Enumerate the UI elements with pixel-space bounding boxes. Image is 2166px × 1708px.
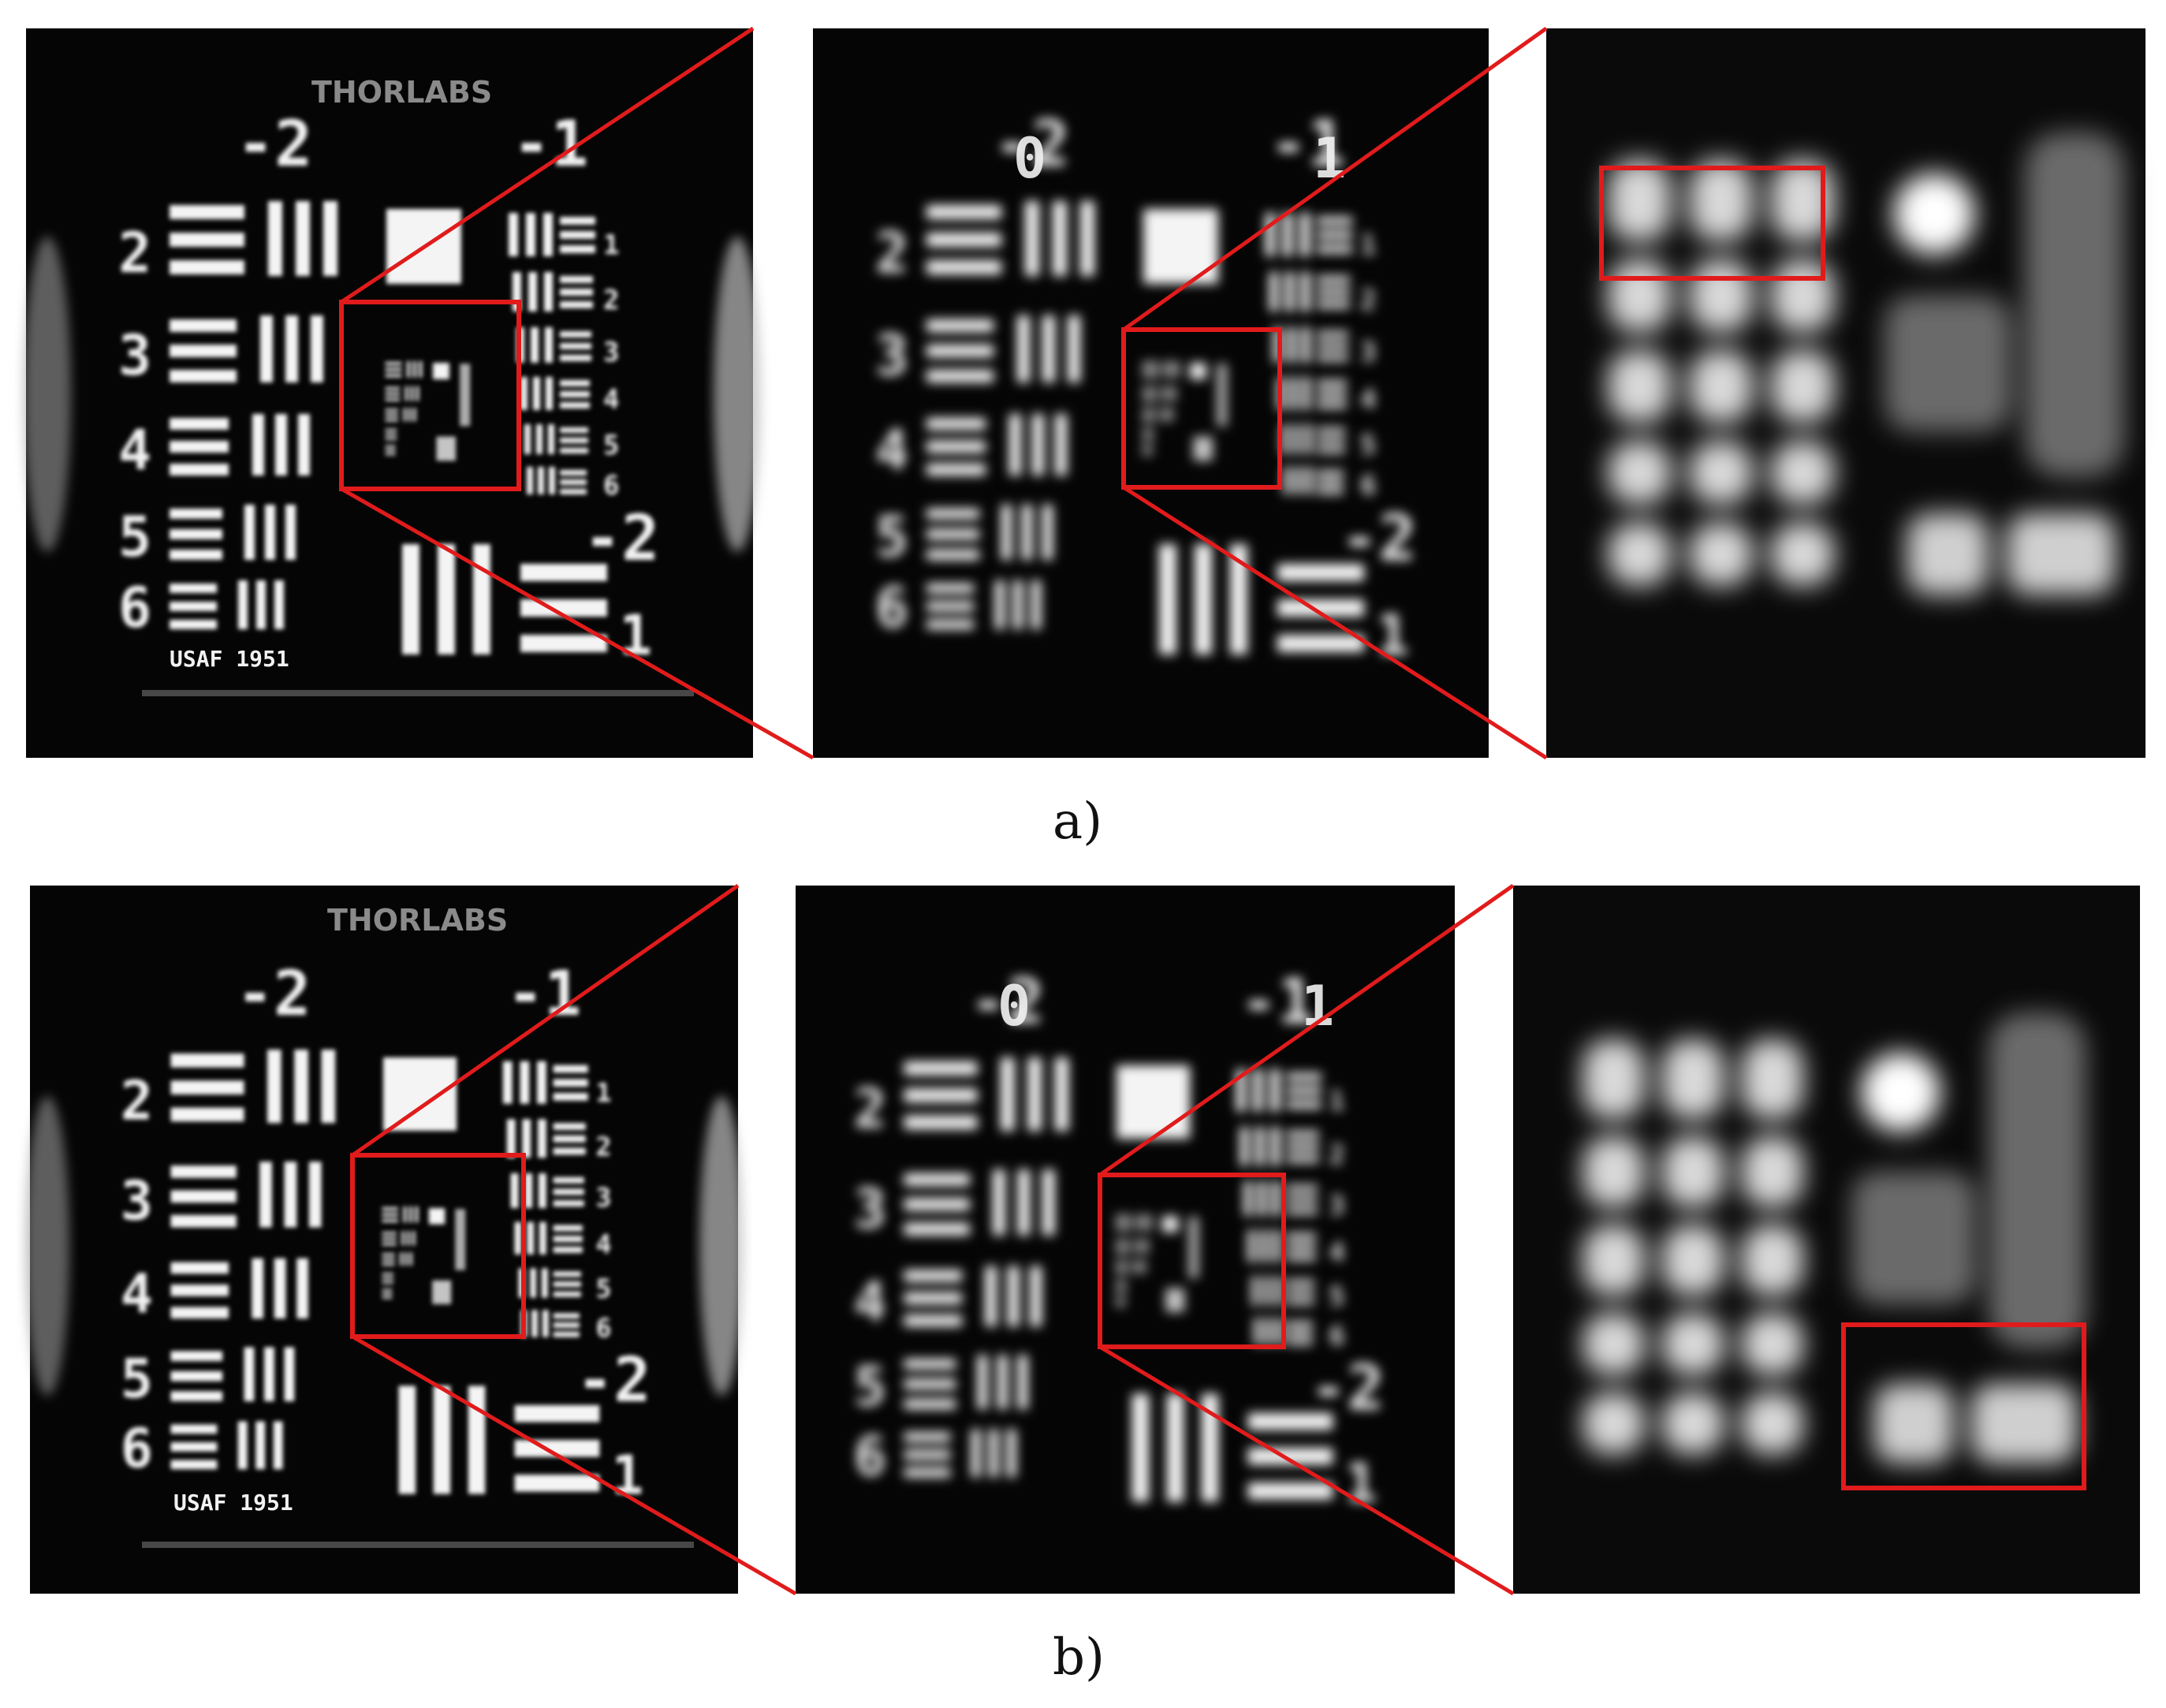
target-label-usaf: USAF 1951 [170, 646, 289, 672]
group-label-1-a: 1 [1313, 126, 1346, 191]
logo-thorlabs-b: THORLABS [327, 903, 508, 938]
caption-b: b) [1053, 1628, 1105, 1687]
panel-b-zoom-1: 0 1 [796, 886, 1455, 1594]
panel-a-zoom-1: 0 1 [813, 28, 1489, 758]
caption-a: a) [1053, 792, 1103, 851]
target-label-usaf-b: USAF 1951 [173, 1490, 293, 1516]
panel-b-full-target: THORLABS USAF 1951 [25, 886, 744, 1594]
panel-a-zoom-2 [1546, 28, 2145, 758]
logo-thorlabs: THORLABS [311, 75, 492, 110]
panel-b-zoom-2 [1513, 886, 2140, 1594]
highlight-box-a3 [1599, 166, 1825, 281]
highlight-box-b3 [1841, 1322, 2086, 1490]
panel-a-full-target: THORLABS USAF 1951 [24, 28, 761, 758]
zoom-box-b1 [350, 1153, 526, 1339]
zoom-box-a2 [1121, 327, 1282, 490]
group-label-0-b: 0 [997, 974, 1031, 1039]
group-label-1-b: 1 [1301, 974, 1334, 1039]
group-label-0-a: 0 [1013, 126, 1046, 191]
zoom-box-b2 [1098, 1173, 1286, 1349]
zoom-box-a1 [339, 300, 521, 491]
